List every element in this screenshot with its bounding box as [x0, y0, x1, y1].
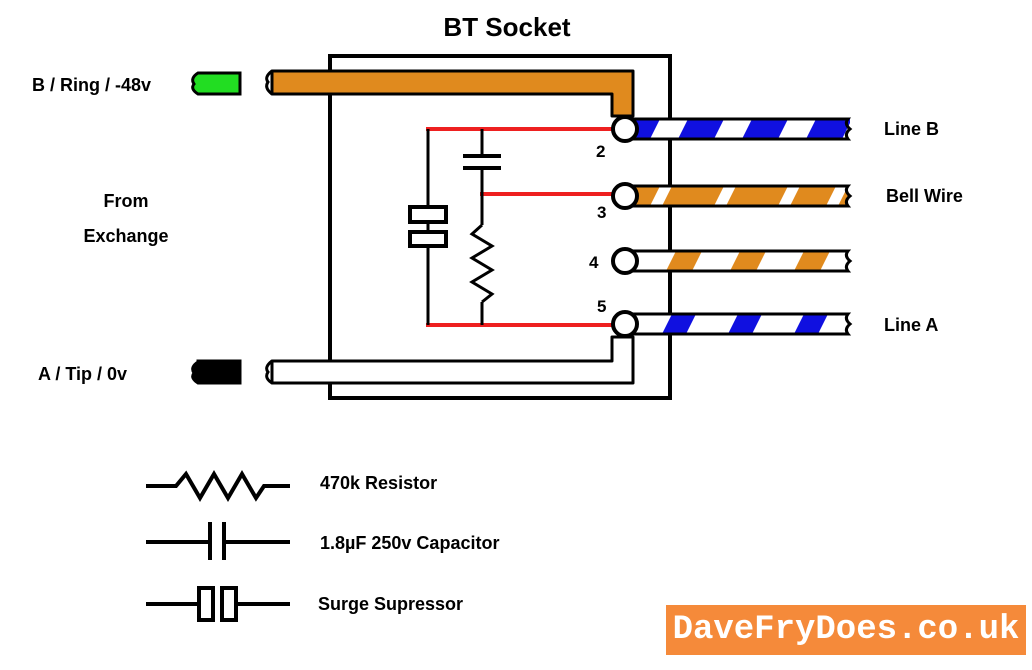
terminal-3: [611, 182, 639, 210]
component-wiring: [426, 129, 495, 325]
a-tip-wire: [265, 335, 635, 385]
wire-line-a: [624, 312, 853, 336]
legend-surge-label: Surge Supressor: [318, 594, 463, 614]
label-line-a: Line A: [884, 315, 938, 335]
terminal-2: [611, 115, 639, 143]
capacitor-symbol: [463, 154, 501, 170]
label-b-ring: B / Ring / -48v: [32, 75, 151, 95]
terminals: [611, 115, 639, 338]
socket-box: [328, 54, 672, 400]
brand-watermark: DaveFryDoes.co.uk: [666, 605, 1026, 655]
label-from: From: [104, 191, 149, 211]
terminal-number-3: 3: [597, 203, 606, 222]
label-bell-wire: Bell Wire: [886, 186, 963, 206]
label-exchange: Exchange: [83, 226, 168, 246]
legend-resistor-symbol: [146, 470, 290, 502]
legend-surge-symbol: [146, 586, 290, 622]
label-a-tip: A / Tip / 0v: [38, 364, 127, 384]
a-wire-plug: [191, 359, 242, 385]
b-ring-wire: [265, 69, 635, 118]
diagram-title: BT Socket: [443, 12, 570, 42]
legend-capacitor-symbol: [146, 522, 290, 560]
terminal-number-2: 2: [596, 142, 605, 161]
b-wire-plug: [191, 71, 242, 96]
wire-line-b: [624, 117, 853, 141]
wire-bell: [624, 184, 853, 208]
wire-terminal-4: [624, 249, 853, 273]
surge-suppressor-symbol: [408, 205, 448, 248]
terminal-5: [611, 310, 639, 338]
legend-capacitor-label: 1.8µF 250v Capacitor: [320, 533, 499, 553]
internal-wiring: [426, 127, 612, 327]
terminal-number-4: 4: [589, 253, 599, 272]
terminal-4: [611, 247, 639, 275]
legend-resistor-label: 470k Resistor: [320, 473, 437, 493]
label-line-b: Line B: [884, 119, 939, 139]
terminal-number-5: 5: [597, 297, 606, 316]
